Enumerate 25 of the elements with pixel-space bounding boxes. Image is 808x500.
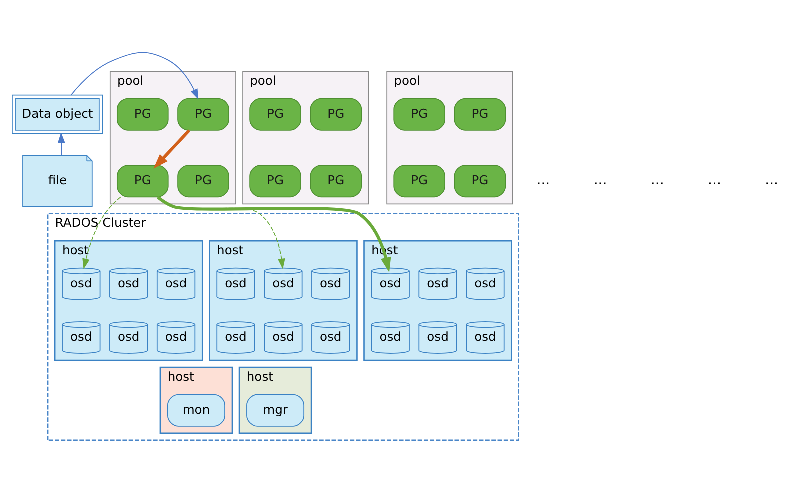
node-box: PG [454,98,506,131]
node-box: PG [250,98,302,131]
arrow [70,52,199,100]
node-box: PG [394,98,446,131]
node-box: mon [168,394,226,427]
node-box: PG [454,165,506,198]
node-box: PG [117,165,169,198]
label: ... [650,172,664,189]
arrow [58,132,66,156]
label: ... [708,172,722,189]
label: ... [594,172,608,189]
node-box: PG [310,98,362,131]
label: ... [536,172,550,189]
node-box: PG [178,165,230,198]
node-box: PG [117,98,169,131]
arrow [154,129,191,169]
node-box: Data object [12,94,104,134]
node-box: PG [394,165,446,198]
node-box: PG [178,98,230,131]
node-box: PG [310,165,362,198]
arrow [157,196,392,273]
arrow [82,196,122,270]
node-box: PG [250,165,302,198]
node-box: mgr [246,394,305,427]
label: ... [765,172,779,189]
